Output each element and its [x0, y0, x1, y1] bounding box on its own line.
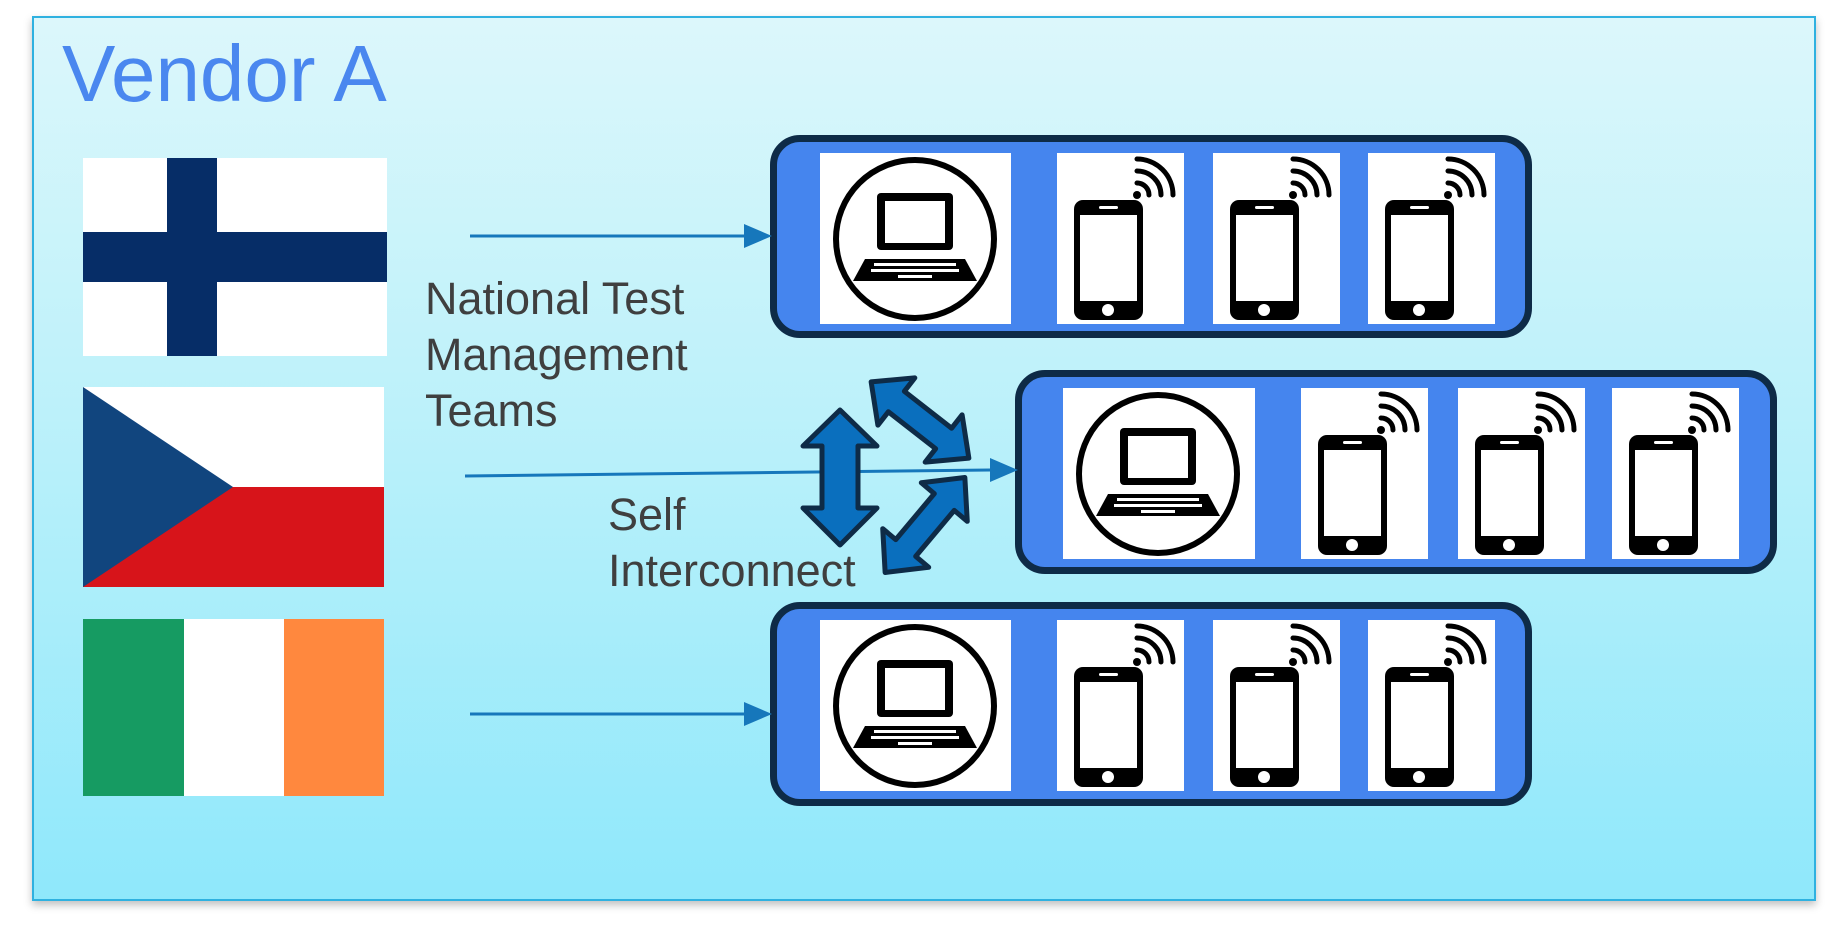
- self-interconnect-line-1: Self: [608, 489, 686, 540]
- smartphone-tile: [1368, 153, 1495, 324]
- smartphone-tile: [1301, 388, 1428, 559]
- national-test-label: National Test Management Teams: [425, 271, 688, 439]
- test-bed-row: [770, 135, 1532, 338]
- laptop-icon: [833, 624, 997, 788]
- laptop-icon: [1076, 392, 1240, 556]
- smartphone-tile: [1458, 388, 1585, 559]
- laptop-tile: [1063, 388, 1255, 559]
- finland-flag-icon: [83, 158, 387, 356]
- czech-flag-icon: [83, 387, 384, 587]
- smartphone-icon: [1230, 623, 1332, 787]
- ireland-flag-icon: [83, 619, 384, 796]
- national-test-line-2: Management: [425, 329, 688, 380]
- test-bed-row: [1015, 370, 1777, 574]
- smartphone-tile: [1057, 620, 1184, 791]
- smartphone-tile: [1213, 153, 1340, 324]
- smartphone-tile: [1057, 153, 1184, 324]
- laptop-tile: [820, 620, 1011, 791]
- smartphone-icon: [1318, 391, 1420, 555]
- smartphone-icon: [1475, 391, 1577, 555]
- smartphone-icon: [1074, 156, 1176, 320]
- smartphone-icon: [1074, 623, 1176, 787]
- vendor-title: Vendor A: [62, 29, 387, 118]
- laptop-tile: [820, 153, 1011, 324]
- test-bed-row: [770, 602, 1532, 806]
- national-test-line-1: National Test: [425, 273, 685, 324]
- self-interconnect-label: Self Interconnect: [608, 487, 856, 599]
- smartphone-icon: [1629, 391, 1731, 555]
- smartphone-tile: [1612, 388, 1739, 559]
- smartphone-icon: [1385, 623, 1487, 787]
- national-test-line-3: Teams: [425, 385, 558, 436]
- self-interconnect-line-2: Interconnect: [608, 545, 856, 596]
- smartphone-icon: [1230, 156, 1332, 320]
- laptop-icon: [833, 157, 997, 321]
- smartphone-tile: [1368, 620, 1495, 791]
- smartphone-tile: [1213, 620, 1340, 791]
- smartphone-icon: [1385, 156, 1487, 320]
